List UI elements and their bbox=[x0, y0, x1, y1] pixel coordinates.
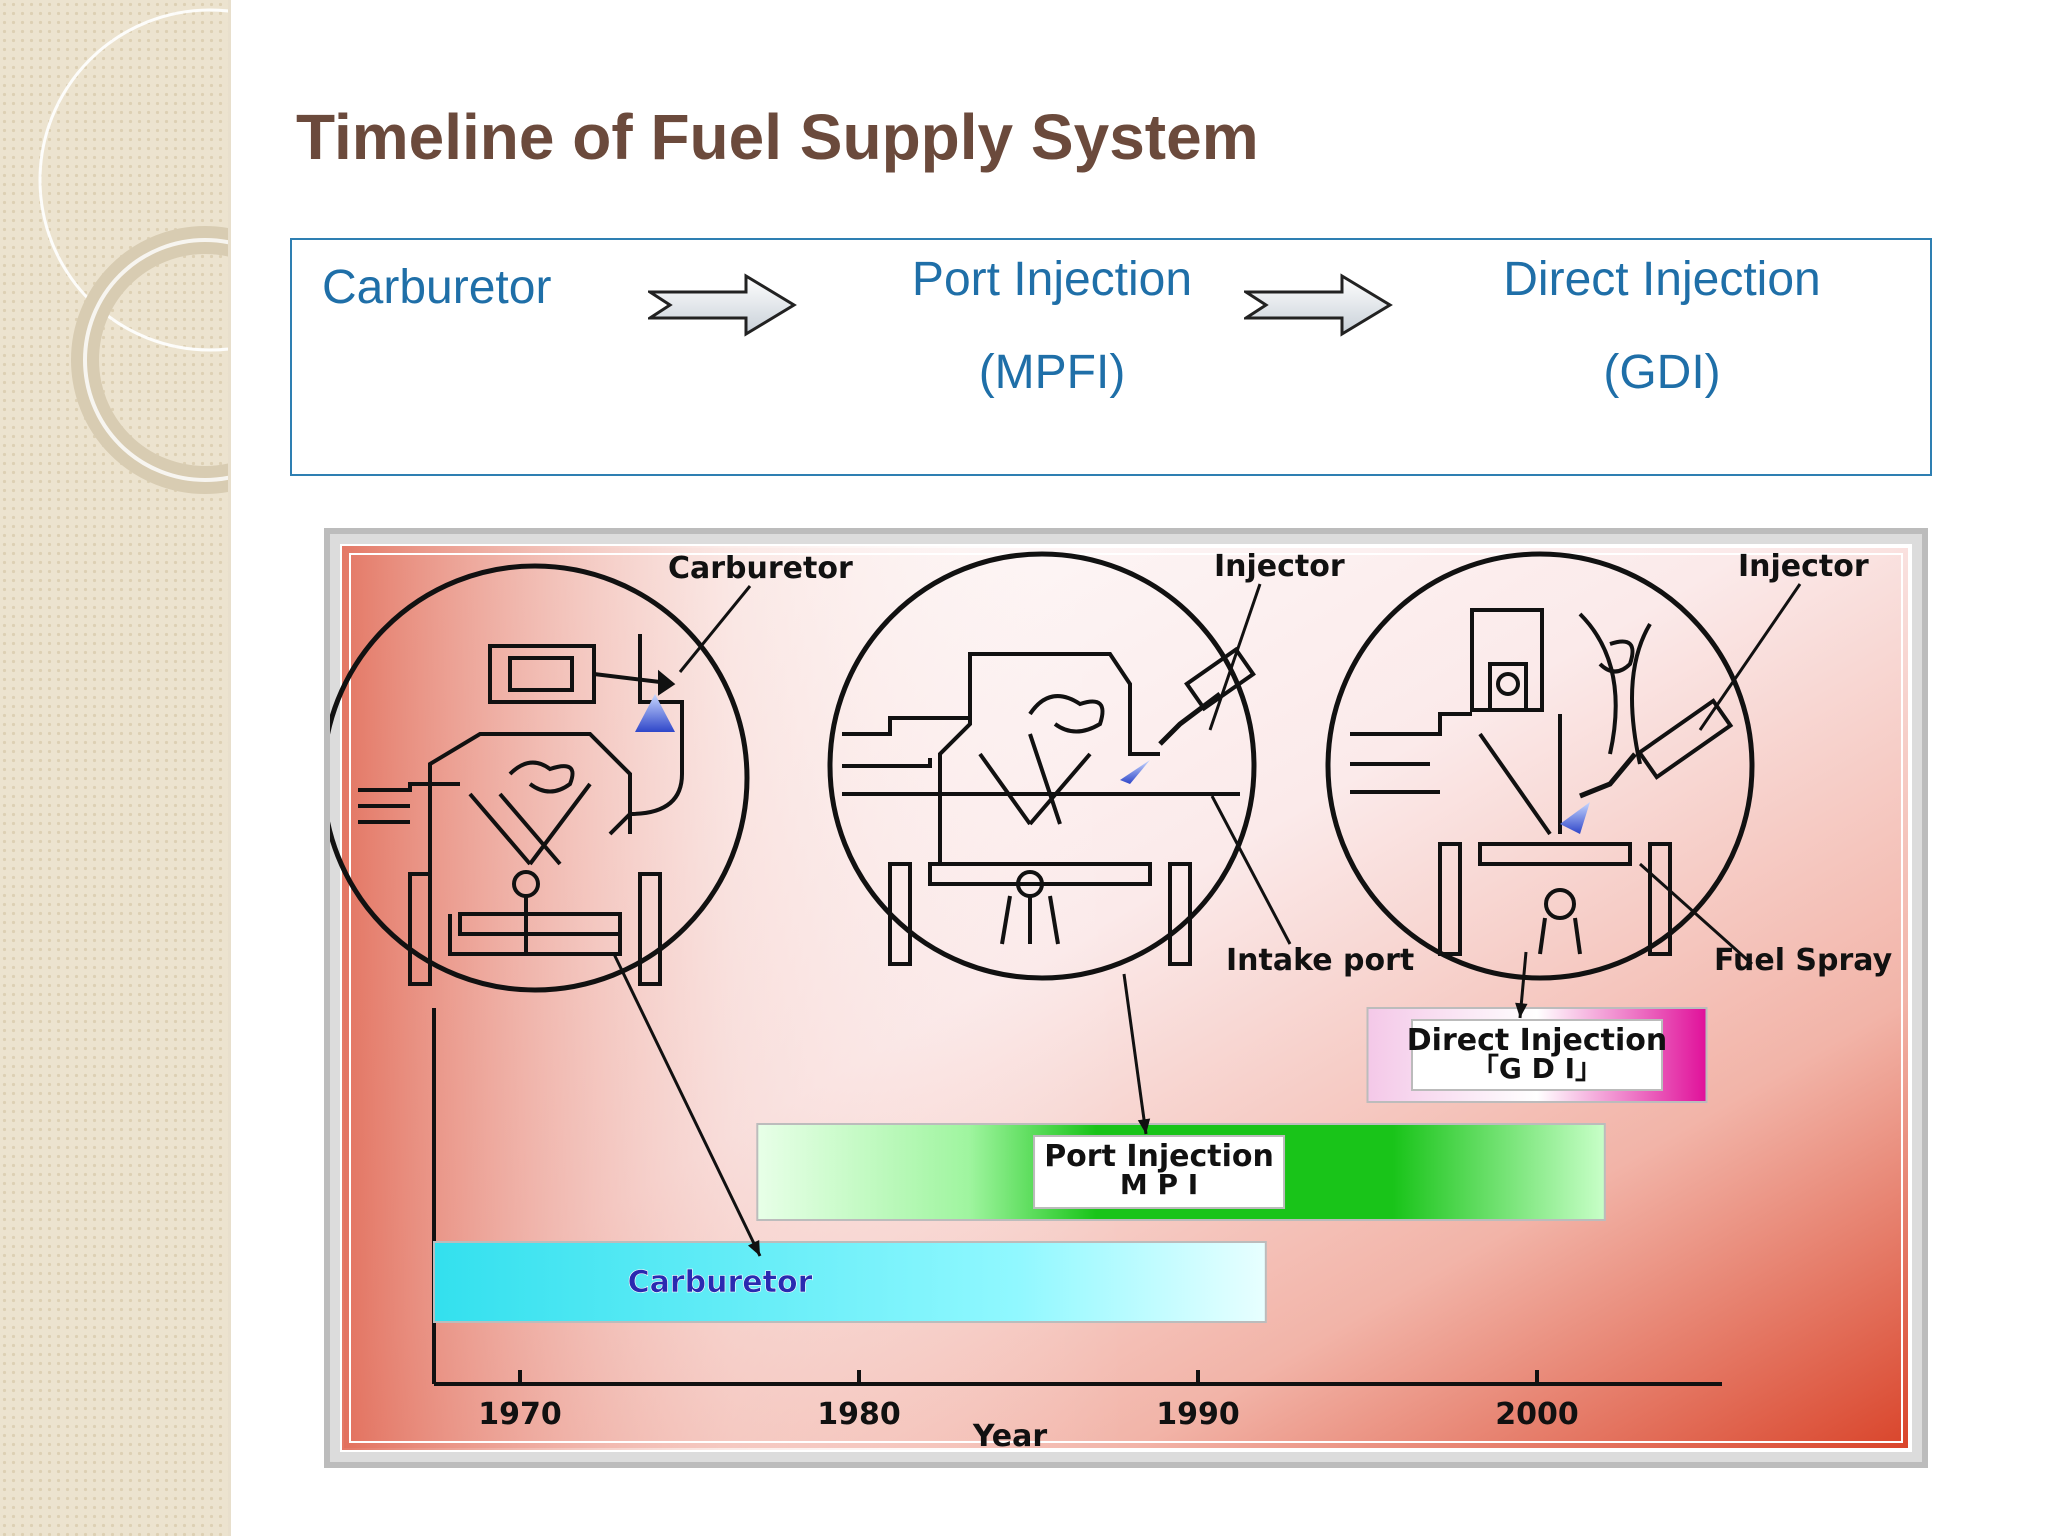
arrow-head-icon bbox=[747, 1240, 760, 1256]
stage-name: Direct Injection bbox=[1503, 253, 1821, 306]
carburetor-engine-illustration bbox=[330, 563, 750, 993]
callout-leaders bbox=[678, 583, 1802, 966]
callout-carburetor: Carburetor bbox=[668, 551, 853, 586]
stage-direct-injection: Direct Injection (GDI) bbox=[1432, 252, 1892, 400]
fuel-system-timeline-figure: Carburetor Injector Injector Intake port… bbox=[324, 528, 1928, 1468]
timeline-bar-label: Port Injection bbox=[1044, 1139, 1274, 1174]
timeline-pointer-line bbox=[612, 953, 762, 1257]
timeline-bar-sublabel: 「G D I」 bbox=[1471, 1052, 1603, 1085]
timeline-pointer-line bbox=[1122, 973, 1148, 1135]
callout-injector-port: Injector bbox=[1214, 549, 1345, 584]
right-arrow-icon bbox=[1244, 273, 1393, 337]
stage-port-injection: Port Injection (MPFI) bbox=[822, 252, 1282, 400]
arrow-head-icon bbox=[1137, 1118, 1151, 1134]
x-axis-tick-label: 2000 bbox=[1495, 1397, 1579, 1432]
callout-intake-port: Intake port bbox=[1226, 943, 1414, 978]
timeline-bar-sublabel: M P I bbox=[1120, 1168, 1198, 1201]
timeline-bar-label-box bbox=[1411, 1019, 1663, 1091]
stage-name: Carburetor bbox=[322, 261, 552, 314]
x-axis-tick-label: 1980 bbox=[817, 1397, 901, 1432]
port-injection-engine-illustration bbox=[827, 551, 1257, 981]
callout-fuel-spray: Fuel Spray bbox=[1714, 943, 1893, 978]
slide-title: Timeline of Fuel Supply System bbox=[296, 101, 1259, 173]
timeline-bar-label-box bbox=[1033, 1135, 1286, 1209]
callout-injector-direct: Injector bbox=[1738, 549, 1869, 584]
decorative-sidebar bbox=[0, 0, 231, 1536]
x-axis-tick-label: 1990 bbox=[1156, 1397, 1240, 1432]
stage-abbr: (GDI) bbox=[1603, 346, 1721, 399]
direct-injection-engine-illustration bbox=[1325, 551, 1755, 981]
timeline-bar bbox=[433, 1241, 1267, 1323]
stage-abbr: (MPFI) bbox=[978, 346, 1126, 399]
timeline-diagram: Carburetor Injector Injector Intake port… bbox=[330, 544, 1912, 1454]
evolution-flow-box: Carburetor Port Injection (MPFI) Direct … bbox=[290, 238, 1932, 476]
stage-name: Port Injection bbox=[911, 253, 1193, 306]
right-arrow-icon bbox=[648, 273, 797, 337]
ring-decoration-icon bbox=[38, 8, 228, 494]
arrow-head-icon bbox=[1515, 1002, 1528, 1018]
x-axis-label: Year bbox=[972, 1419, 1048, 1454]
stage-carburetor: Carburetor bbox=[322, 260, 622, 315]
timeline-bar-label: Direct Injection bbox=[1407, 1023, 1667, 1058]
figure-inner-frame bbox=[349, 553, 1903, 1443]
timeline-bar-label: Carburetor bbox=[628, 1265, 813, 1300]
x-axis-tick-label: 1970 bbox=[478, 1397, 562, 1432]
